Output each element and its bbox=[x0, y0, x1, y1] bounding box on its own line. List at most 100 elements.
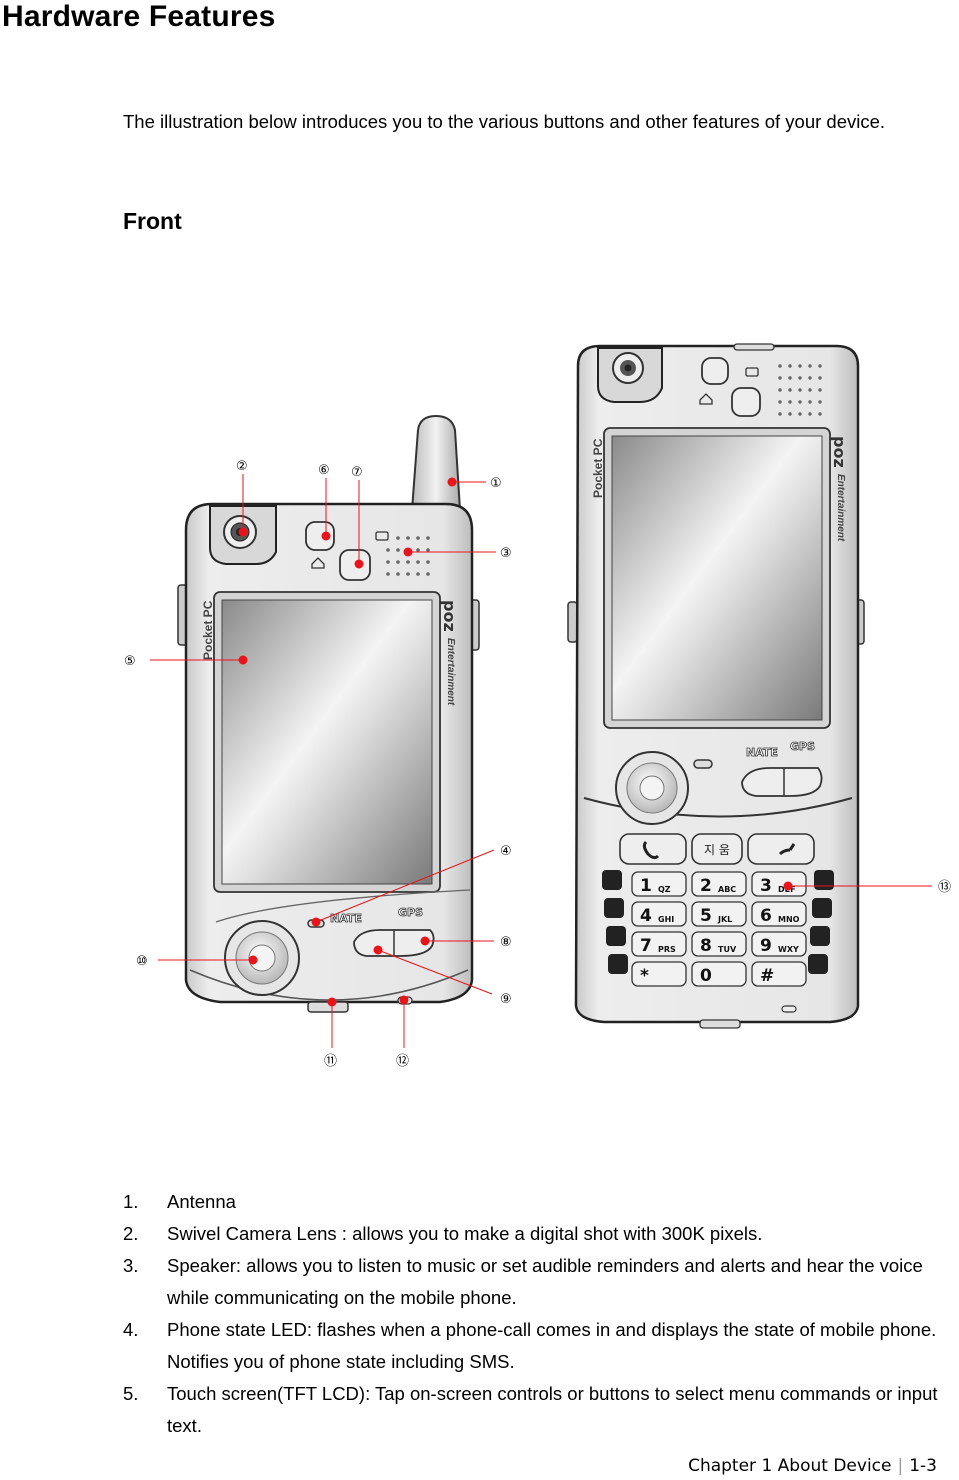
callout-13: ⑬ bbox=[938, 880, 951, 895]
keypad-letters: ABC bbox=[718, 885, 736, 894]
phone-end-icon bbox=[778, 843, 796, 856]
camera-icon bbox=[375, 531, 389, 541]
keypad-left-key-4 bbox=[608, 954, 628, 974]
callout-8: ⑧ bbox=[500, 935, 512, 950]
list-item-text: Antenna bbox=[167, 1191, 236, 1212]
keypad-letters: JKL bbox=[717, 915, 732, 924]
keypad-digit: 7 bbox=[640, 936, 652, 956]
callout-10: ⑩ bbox=[136, 954, 148, 969]
keypad-key-1 bbox=[631, 871, 687, 897]
right-camera-button bbox=[731, 387, 761, 417]
section-heading: Front bbox=[123, 208, 182, 234]
footer-page-number: 1-3 bbox=[909, 1456, 937, 1476]
keypad-left-key-2 bbox=[604, 898, 624, 918]
list-item-number: 2. bbox=[123, 1223, 139, 1244]
left-touch-screen bbox=[221, 599, 433, 885]
speaker-grille bbox=[386, 536, 430, 576]
left-gps-logo: GPS bbox=[398, 906, 423, 919]
keypad-key-7 bbox=[631, 931, 687, 957]
keypad-letters: QZ bbox=[658, 885, 671, 894]
keypad-key-9 bbox=[751, 931, 807, 957]
keypad-right-key-2 bbox=[812, 898, 832, 918]
page-title: Hardware Features bbox=[2, 0, 276, 33]
keypad-key-hash bbox=[751, 961, 807, 987]
callout-2: ② bbox=[236, 459, 248, 474]
left-tagline: Entertainment bbox=[445, 638, 456, 706]
clear-key bbox=[691, 833, 743, 865]
keypad-digit: 9 bbox=[760, 936, 772, 956]
list-item-text: Touch screen(TFT LCD): Tap on-screen con… bbox=[167, 1383, 938, 1436]
keypad-letters: GHI bbox=[658, 915, 674, 924]
keypad-digit: 2 bbox=[700, 876, 712, 896]
list-item-text: Phone state LED: flashes when a phone-ca… bbox=[167, 1319, 937, 1372]
right-touch-screen bbox=[611, 435, 823, 721]
callouts bbox=[150, 474, 932, 1048]
list-item-text: Swivel Camera Lens : allows you to make … bbox=[167, 1223, 763, 1244]
callout-7: ⑦ bbox=[351, 465, 363, 480]
list-item-number: 5. bbox=[123, 1383, 139, 1404]
list-item: 2. Swivel Camera Lens : allows you to mak… bbox=[123, 1218, 943, 1250]
end-key bbox=[747, 833, 815, 865]
home-button bbox=[305, 521, 335, 551]
left-brand: poz bbox=[440, 600, 459, 632]
right-brand: poz bbox=[830, 436, 849, 468]
keypad-letters: TUV bbox=[718, 945, 737, 954]
right-tagline: Entertainment bbox=[835, 474, 846, 542]
left-nate-logo: NATE bbox=[330, 912, 362, 925]
list-item-number: 1. bbox=[123, 1191, 139, 1212]
keypad-digit: 1 bbox=[640, 876, 652, 896]
left-side-label: Pocket PC bbox=[201, 600, 215, 660]
list-item-number: 4. bbox=[123, 1319, 139, 1340]
callout-6: ⑥ bbox=[318, 463, 330, 478]
list-item: 3. Speaker: allows you to listen to music… bbox=[123, 1250, 943, 1314]
right-home-button bbox=[701, 357, 729, 385]
phone-send-icon bbox=[642, 840, 660, 860]
callout-1: ① bbox=[490, 476, 502, 491]
keypad-left-key-1 bbox=[602, 870, 622, 890]
right-gps-logo: GPS bbox=[790, 740, 815, 753]
keypad-right-key-1 bbox=[814, 870, 834, 890]
keypad-key-4 bbox=[631, 901, 687, 927]
right-camera-icon bbox=[745, 367, 759, 377]
callout-4: ④ bbox=[500, 844, 512, 859]
keypad-letters: MNO bbox=[778, 915, 800, 924]
keypad-key-star bbox=[631, 961, 687, 987]
keypad: 지 움 1QZ2ABC3DEF4GHI5JKL6MNO7PRS8TUV9WXY*… bbox=[602, 833, 834, 987]
keypad-digit: 3 bbox=[760, 876, 772, 896]
callout-11: ⑪ bbox=[324, 1054, 337, 1069]
keypad-key-6 bbox=[751, 901, 807, 927]
callout-3: ③ bbox=[500, 546, 512, 561]
callout-5: ⑤ bbox=[124, 654, 136, 669]
keypad-left-key-3 bbox=[606, 926, 626, 946]
keypad-digit: 6 bbox=[760, 906, 772, 926]
right-nate-logo: NATE bbox=[746, 746, 778, 759]
keypad-key-0 bbox=[691, 961, 747, 987]
keypad-digit: * bbox=[640, 966, 649, 986]
list-item: 1. Antenna bbox=[123, 1186, 943, 1218]
page-footer: Chapter 1 About Device|1-3 bbox=[688, 1456, 937, 1476]
right-call-buttons bbox=[741, 767, 823, 797]
right-led bbox=[693, 759, 713, 769]
keypad-letters: PRS bbox=[658, 945, 676, 954]
left-device: Pocket PC poz Entertainment NATE GPS bbox=[177, 414, 480, 1013]
callout-9: ⑨ bbox=[500, 992, 512, 1007]
right-speaker-grille bbox=[778, 364, 822, 416]
keypad-right-key-3 bbox=[810, 926, 830, 946]
right-device: Pocket PC poz Entertainment NATE GPS 지 움… bbox=[567, 343, 865, 1029]
keypad-digit: 5 bbox=[700, 906, 712, 926]
right-home-icon bbox=[699, 393, 713, 405]
keypad-digit: 8 bbox=[700, 936, 712, 956]
feature-list: 1. Antenna 2. Swivel Camera Lens : allows … bbox=[123, 1186, 943, 1442]
list-item: 4. Phone state LED: flashes when a phone-… bbox=[123, 1314, 943, 1378]
callout-12: ⑫ bbox=[396, 1054, 409, 1069]
list-item-number: 3. bbox=[123, 1255, 139, 1276]
keypad-key-8 bbox=[691, 931, 747, 957]
home-icon bbox=[311, 557, 325, 569]
antenna bbox=[410, 414, 462, 511]
list-item-text: Speaker: allows you to listen to music o… bbox=[167, 1255, 923, 1308]
keypad-right-key-4 bbox=[808, 954, 828, 974]
send-key bbox=[619, 833, 687, 865]
right-left-side-button bbox=[567, 601, 578, 643]
keypad-digit: 0 bbox=[700, 966, 712, 986]
keypad-letters: WXY bbox=[778, 945, 799, 954]
